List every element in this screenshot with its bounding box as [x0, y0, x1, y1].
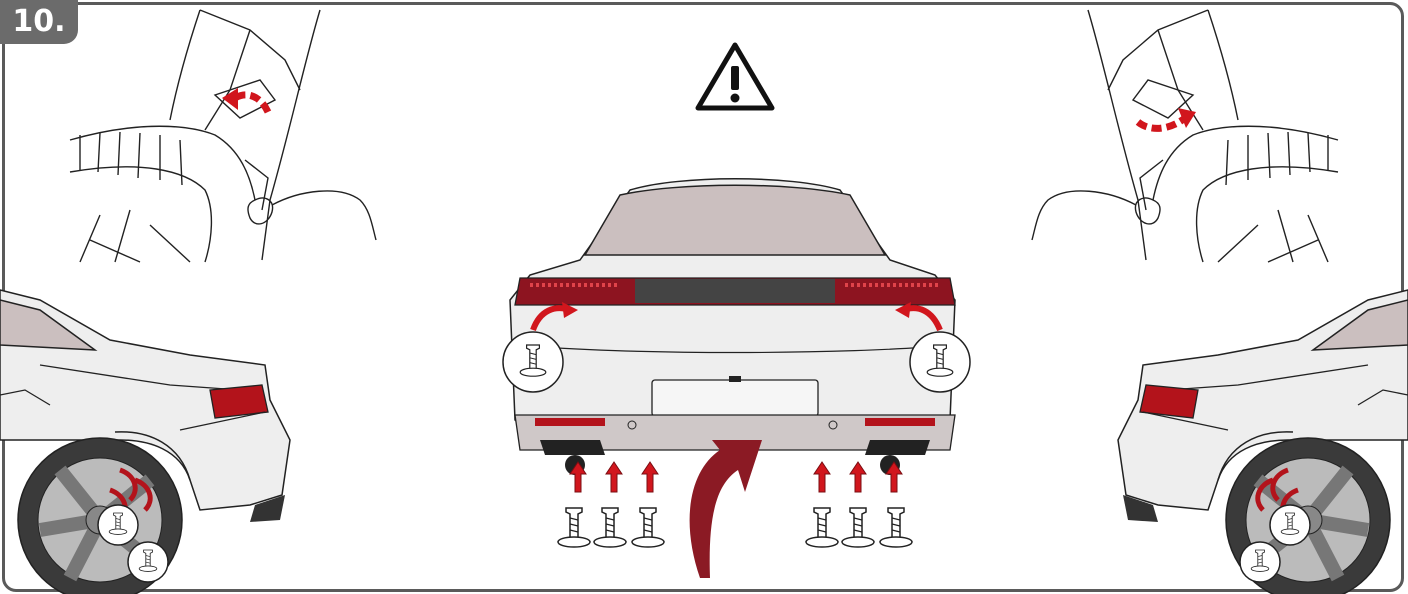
push-clips-left	[558, 508, 664, 547]
warning-triangle-icon	[698, 45, 772, 108]
detail-top-left	[70, 10, 376, 262]
detail-top-right	[1032, 10, 1338, 262]
push-clips-right	[806, 508, 912, 547]
car-side-right	[1118, 290, 1408, 594]
car-side-left	[0, 290, 290, 594]
car-rear-view	[503, 179, 970, 475]
install-arrow-bumper	[690, 440, 762, 578]
